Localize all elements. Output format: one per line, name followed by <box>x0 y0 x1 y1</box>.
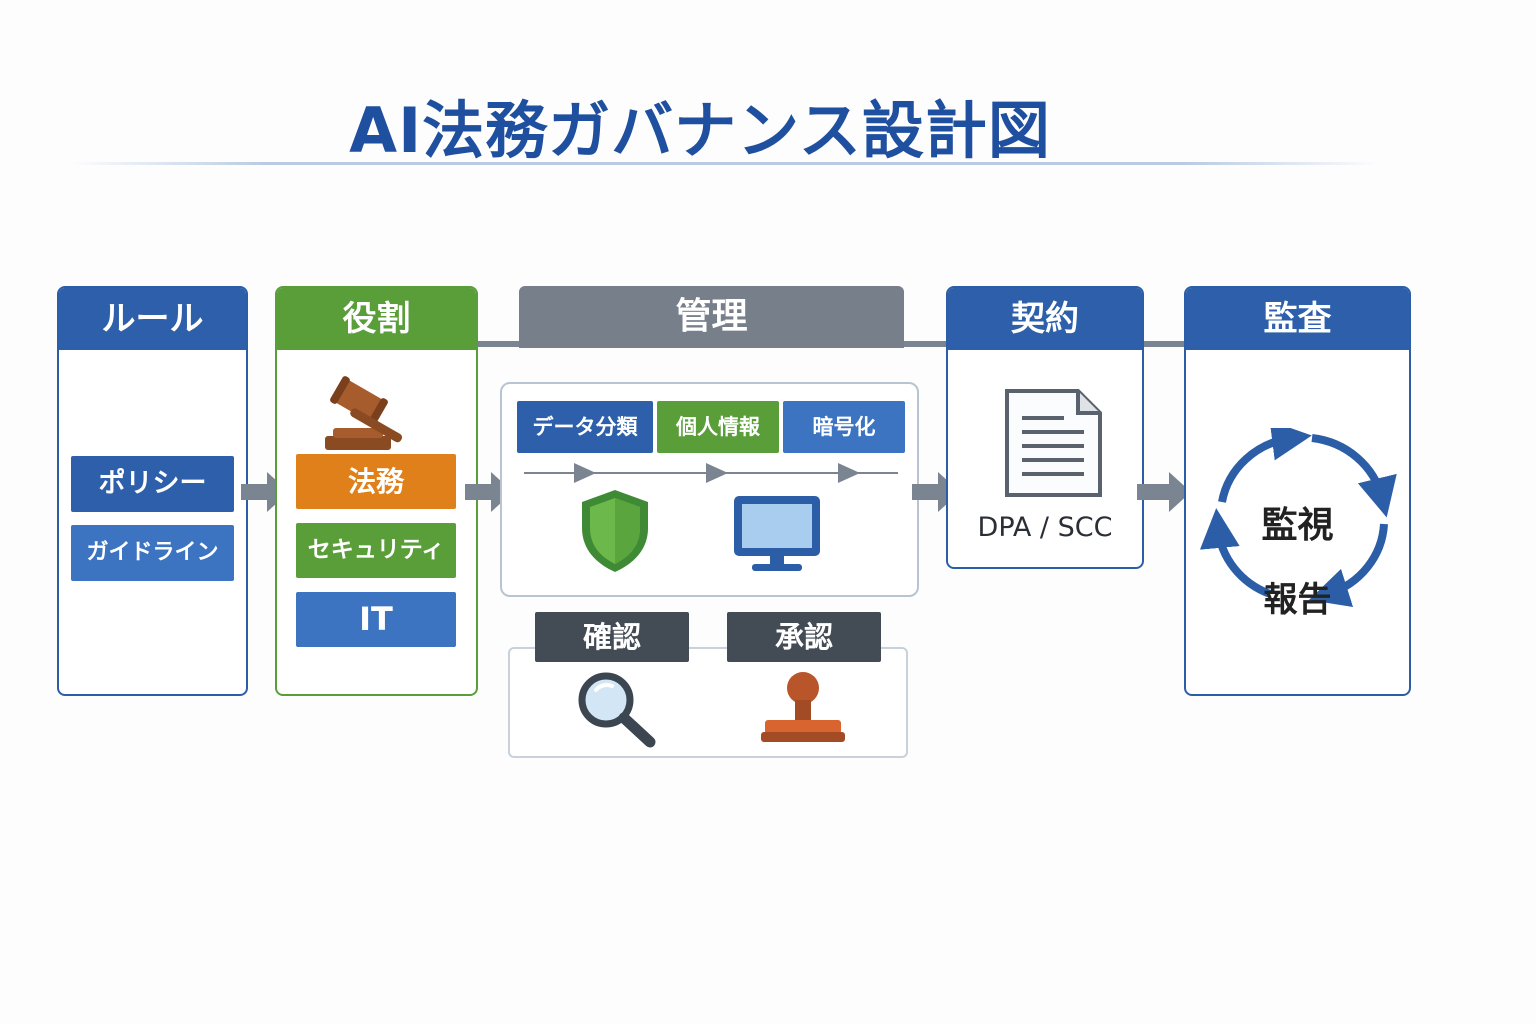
rule-item-policy: ポリシー <box>71 456 234 512</box>
monitor-icon <box>734 496 820 571</box>
role-item-legal: 法務 <box>296 454 456 509</box>
cycle-report-label: 報告 <box>1263 580 1332 620</box>
rules-header: ルール <box>59 288 246 350</box>
document-icon <box>1005 389 1102 497</box>
cycle-monitor-label: 監視 <box>1261 505 1334 546</box>
management-header: 管理 <box>519 286 904 348</box>
gavel-icon <box>325 376 403 450</box>
role-item-it: IT <box>296 592 456 647</box>
contract-caption: DPA / SCC <box>977 512 1113 543</box>
roles-column: 役割 法務 セキュリティ IT <box>275 286 478 696</box>
tag-encryption: 暗号化 <box>783 401 905 453</box>
approve-label: 承認 <box>727 612 881 662</box>
roles-header: 役割 <box>277 288 476 350</box>
contract-header: 契約 <box>948 288 1142 350</box>
rules-column: ルール ポリシー ガイドライン <box>57 286 248 696</box>
flow-arrow-icon <box>1137 472 1191 512</box>
magnifier-icon <box>578 672 656 748</box>
management-panel: データ分類 個人情報 暗号化 <box>500 382 919 597</box>
cycle-icon <box>1200 428 1397 608</box>
role-item-security: セキュリティ <box>296 523 456 578</box>
process-line-arrows-icon <box>524 463 898 483</box>
contract-column: 契約 DPA / SCC <box>946 286 1144 569</box>
rule-item-guideline: ガイドライン <box>71 525 234 581</box>
page-title: AI法務ガバナンス設計図 <box>349 94 1051 167</box>
tag-data-classification: データ分類 <box>517 401 653 453</box>
audit-column: 監査 監視 報告 <box>1184 286 1411 696</box>
title-divider <box>70 162 1380 165</box>
stamp-icon <box>761 672 845 742</box>
tag-personal-info: 個人情報 <box>657 401 779 453</box>
audit-header: 監査 <box>1186 288 1409 350</box>
check-label: 確認 <box>535 612 689 662</box>
shield-icon <box>582 490 648 572</box>
